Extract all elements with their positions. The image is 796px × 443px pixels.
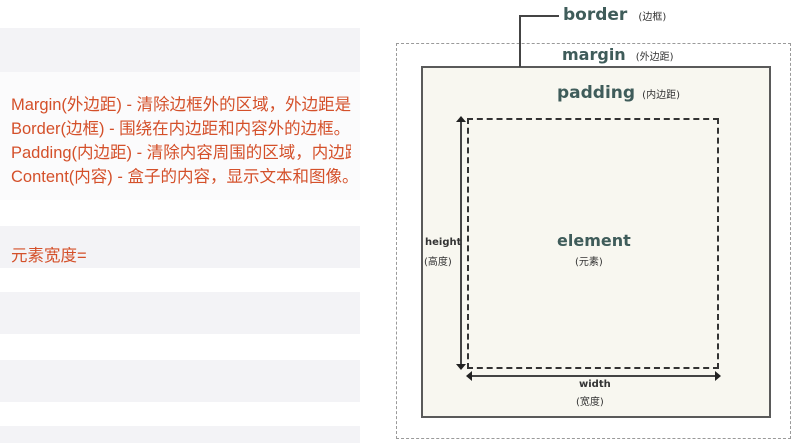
margin-label: margin (外边距) xyxy=(562,45,674,64)
element-label: element xyxy=(557,231,631,250)
definition-padding: Padding(内边距) - 清除内容周围的区域，内边距是透明的。 xyxy=(11,144,351,162)
height-arrow-top-icon xyxy=(456,116,466,122)
width-arrow xyxy=(470,375,716,377)
definition-content: Content(内容) - 盒子的内容，显示文本和图像。 xyxy=(11,168,351,186)
element-width-formula: 元素宽度= xyxy=(11,247,87,265)
margin-area xyxy=(396,43,791,439)
width-label-cn: (宽度) xyxy=(576,397,604,408)
height-label-cn: (高度) xyxy=(424,257,452,268)
definition-margin: Margin(外边距) - 清除边框外的区域，外边距是透明的。 xyxy=(11,96,351,114)
border-leader-horizontal xyxy=(519,15,559,17)
padding-label: padding (内边距) xyxy=(557,83,680,103)
width-arrow-right-icon xyxy=(715,371,721,381)
box-model-definitions: Margin(外边距) - 清除边框外的区域，外边距是透明的。 Border(边… xyxy=(11,93,351,189)
element-label-cn: (元素) xyxy=(575,257,603,268)
striped-background xyxy=(0,0,360,443)
width-arrow-left-icon xyxy=(466,371,472,381)
border-label: border (边框) xyxy=(563,5,667,25)
content-area xyxy=(467,118,719,369)
border-area xyxy=(421,66,771,418)
width-label: width xyxy=(579,379,611,390)
definition-border: Border(边框) - 围绕在内边距和内容外的边框。 xyxy=(11,120,351,138)
height-arrow-bottom-icon xyxy=(456,364,466,370)
border-leader-vertical xyxy=(519,15,521,67)
height-arrow xyxy=(460,120,462,368)
height-label: height xyxy=(425,237,462,248)
